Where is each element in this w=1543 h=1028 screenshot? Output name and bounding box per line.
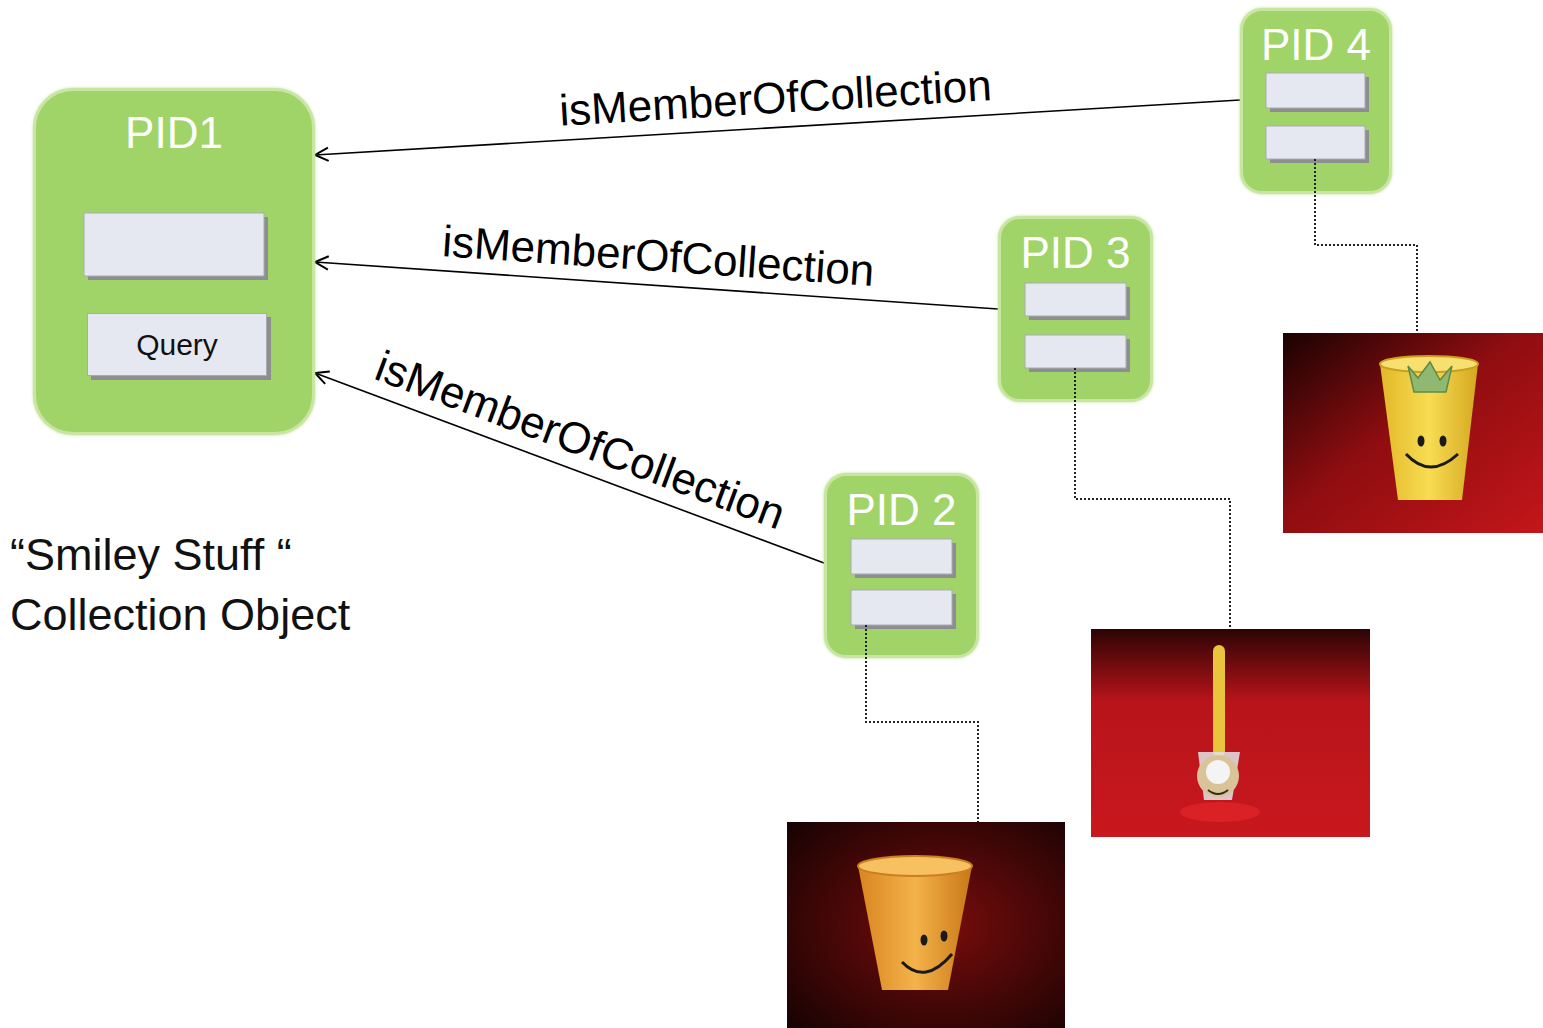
datastream-box: Query [87, 313, 267, 376]
photo-cup-yellow-part [1283, 333, 1543, 533]
photo-cup-orange-part [941, 931, 948, 942]
pid-title: PID1 [36, 108, 312, 158]
dotted-leader-lines-part [1075, 368, 1230, 629]
member-object-box: PID 4 [1240, 8, 1392, 194]
photo-spoon-sweet-part [1197, 755, 1239, 797]
photo-cup-orange-part [921, 935, 928, 946]
pid-title: PID 3 [1001, 228, 1150, 278]
relation-label: isMemberOfCollection [369, 342, 791, 538]
membership-arrow [315, 373, 824, 563]
photo-cup-orange-part [858, 856, 972, 876]
pid-title: PID 2 [827, 485, 976, 535]
photo-cup-yellow-part [1440, 436, 1447, 447]
photo-spoon-sweet-part [1091, 629, 1370, 837]
relation-label: isMemberOfCollection [558, 61, 993, 135]
pid-title: PID 4 [1243, 20, 1389, 70]
photo-cup-yellow-part [1408, 362, 1452, 392]
member-object-box: PID 3 [998, 216, 1153, 402]
photo-spoon-sweet [1091, 629, 1370, 837]
collection-object-box: PID1Query [33, 88, 315, 435]
photo-spoon-sweet-part [1198, 752, 1240, 800]
datastream-label: Query [136, 327, 218, 363]
member-object-box: PID 2 [824, 473, 979, 658]
relation-label: isMemberOfCollection [441, 217, 876, 295]
photo-cup-orange-part [858, 866, 972, 990]
photo-cup-yellow-part [1406, 454, 1458, 467]
photo-cup-yellow [1283, 333, 1543, 533]
photo-spoon-sweet-part [1213, 645, 1225, 757]
photo-spoon-sweet-part [1206, 760, 1230, 784]
photo-cup-yellow-part [1418, 436, 1425, 447]
photo-spoon-sweet-part [1180, 802, 1260, 822]
photo-cup-orange-part [902, 954, 952, 972]
photo-spoon-sweet-part [1208, 790, 1228, 794]
photo-cup-orange [787, 822, 1065, 1028]
photo-cup-orange-part [787, 822, 1065, 1028]
collection-caption: “Smiley Stuff “ Collection Object [10, 525, 410, 645]
